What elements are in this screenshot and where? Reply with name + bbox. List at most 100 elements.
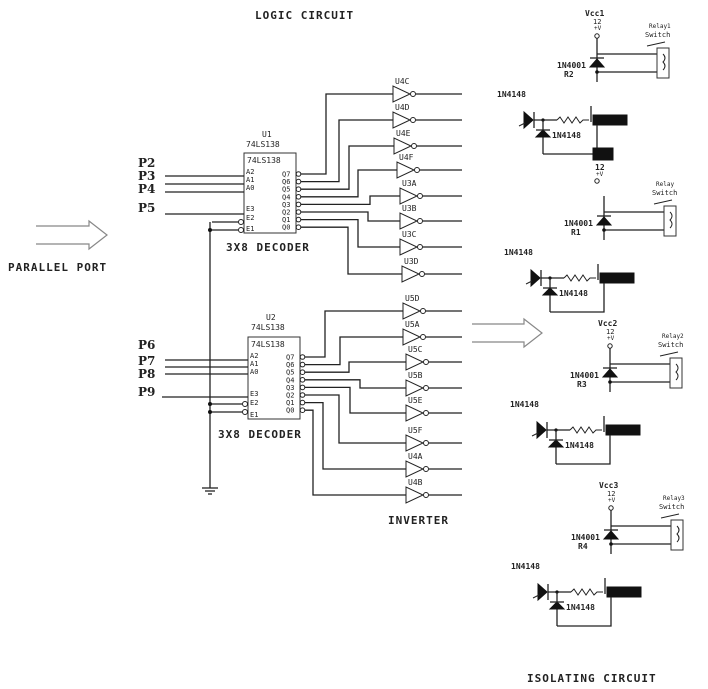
isolating-stage: Vcc112+V1N4001R2Relay1Switch1N41481N4148… xyxy=(497,9,671,184)
output-bubble xyxy=(295,216,302,223)
relay-label: Relay2 xyxy=(662,333,684,340)
signal-wire xyxy=(301,93,393,175)
transistor-block-icon xyxy=(592,114,628,126)
signal-wire xyxy=(305,401,406,470)
relay-label: Relay xyxy=(656,181,674,188)
inverter-label: U5D xyxy=(405,294,420,303)
switch-label: Switch xyxy=(658,341,683,349)
inverter-label: U4A xyxy=(408,452,423,461)
u2-pin-a1: A1 xyxy=(250,360,258,368)
inverter-gate: U3B xyxy=(399,204,462,230)
signal-wire xyxy=(301,119,393,183)
inverter-label: U4B xyxy=(408,478,423,487)
output-bubble xyxy=(299,407,306,414)
vcc-label: Vcc2 xyxy=(598,319,617,328)
decoder-u1: U1 74LS138 74LS138 A2 A1 A0 E3 E2 E1 Q7Q… xyxy=(226,130,310,254)
output-bubble xyxy=(299,399,306,406)
relay-coil-icon xyxy=(663,205,677,237)
output-bubble xyxy=(295,186,302,192)
u1-pin-a0: A0 xyxy=(246,184,254,192)
parallel-port-label: PARALLEL PORT xyxy=(8,261,107,274)
clamp-diode-icon xyxy=(541,287,559,296)
output-bubble xyxy=(295,194,302,200)
led-icon xyxy=(530,268,541,288)
signal-wire xyxy=(301,169,397,198)
clamp-diode-label: 1N4148 xyxy=(559,289,588,298)
u2-part-top: 74LS138 xyxy=(251,323,285,332)
clamp-diode-label: 1N4148 xyxy=(566,603,595,612)
port-pin-p9: P9 xyxy=(138,385,155,399)
isolating-circuit-title: ISOLATING CIRCUIT xyxy=(527,672,657,685)
u2-pin-a0: A0 xyxy=(250,368,258,376)
output-bubble xyxy=(295,224,302,230)
output-bubble xyxy=(295,201,302,208)
port-pin-p3: P3 xyxy=(138,169,155,183)
u2-pin-e1: E1 xyxy=(250,411,258,419)
signal-wire xyxy=(305,409,406,496)
output-bubble xyxy=(299,377,306,383)
relay-switch-icon xyxy=(646,41,666,47)
ground-bus xyxy=(208,222,212,488)
port-pin-p6: P6 xyxy=(138,338,155,352)
led-icon xyxy=(536,420,547,440)
supply-unit: +V xyxy=(596,171,604,178)
clamp-diode-icon xyxy=(548,601,566,610)
diode-1n4001-icon xyxy=(588,58,606,68)
vcc-voltage: 12 xyxy=(593,18,601,26)
vcc-unit: +V xyxy=(607,335,615,342)
output-bubble xyxy=(299,369,306,376)
decoder-output-pin: Q3 xyxy=(286,384,294,392)
decoder-output-pin: Q0 xyxy=(286,407,294,415)
inverter-gate: U4C xyxy=(392,77,462,103)
signal-wire xyxy=(301,195,400,206)
signal-wire xyxy=(305,361,406,373)
u2-part-inner: 74LS138 xyxy=(251,340,285,349)
led-label: 1N4148 xyxy=(511,562,540,571)
decoder-output-pin: Q6 xyxy=(286,361,294,369)
diode-label: 1N4001 xyxy=(557,61,586,70)
vcc-unit: +V xyxy=(594,25,602,32)
inverter-label: U5F xyxy=(408,426,423,435)
relay-coil-icon xyxy=(670,519,684,551)
output-bubble xyxy=(295,178,302,185)
port-pin-p8: P8 xyxy=(138,367,155,381)
logic-circuit-title: LOGIC CIRCUIT xyxy=(255,9,354,22)
signal-wire xyxy=(301,211,400,222)
inverter-gate: U3C xyxy=(399,230,462,256)
relay-switch-icon xyxy=(653,199,673,205)
decoder-u2: U2 74LS138 74LS138 A2 A1 A0 E3 E2 E1 Q7Q… xyxy=(218,313,306,441)
u1-caption: 3X8 DECODER xyxy=(226,241,310,254)
signal-wire xyxy=(305,310,403,358)
inverter-label: U5B xyxy=(408,371,423,380)
u1-input-wires xyxy=(165,175,244,231)
u1-part-inner: 74LS138 xyxy=(247,156,281,165)
decoder-output-pin: Q4 xyxy=(282,193,290,201)
inverter-gate: U5B xyxy=(405,371,462,397)
relay-label: Relay1 xyxy=(649,23,671,30)
vcc-voltage: 12 xyxy=(606,328,614,336)
port-pin-p4: P4 xyxy=(138,182,155,196)
inverter-label: U3B xyxy=(402,204,417,213)
inverter-gate: U3A xyxy=(399,179,462,205)
clamp-diode-icon xyxy=(547,439,565,448)
clamp-diode-label: 1N4148 xyxy=(565,441,594,450)
decoder-output-pin: Q0 xyxy=(282,224,290,232)
u2-input-wires xyxy=(162,359,248,413)
resistor-ref: R3 xyxy=(577,380,587,389)
inverter-label: U4C xyxy=(395,77,410,86)
port-pin-p2: P2 xyxy=(138,156,155,170)
decoder-output-pin: Q7 xyxy=(282,171,290,179)
signal-wire xyxy=(305,379,406,389)
u1-pin-e3: E3 xyxy=(246,205,254,213)
decoder-output-pin: Q6 xyxy=(282,178,290,186)
u2-caption: 3X8 DECODER xyxy=(218,428,302,441)
clamp-diode-icon xyxy=(534,129,552,138)
inverter-label: U4F xyxy=(399,153,414,162)
u2-pin-e2: E2 xyxy=(250,399,258,407)
vcc-label: Vcc1 xyxy=(585,9,604,18)
vcc-unit: +V xyxy=(608,497,616,504)
decoder-output-pin: Q2 xyxy=(282,209,290,217)
